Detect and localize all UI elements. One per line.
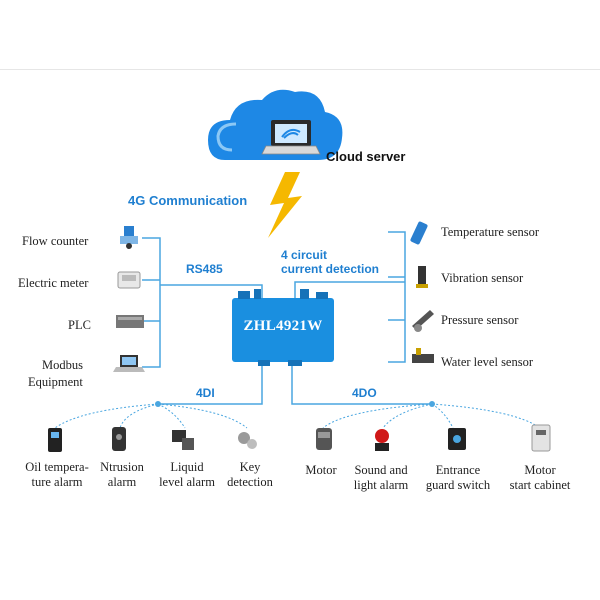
pressure-sensor-icon	[412, 310, 434, 332]
laptop-icon	[261, 120, 321, 155]
do-item-line1: Sound and	[354, 463, 408, 477]
do-item-line1: Motor	[305, 463, 337, 477]
do-item-line1: Motor	[524, 463, 556, 477]
intrusion-alarm-icon	[112, 427, 126, 451]
flow-counter-icon	[120, 226, 138, 249]
sound-light-alarm-icon	[375, 429, 389, 451]
di-item-label: Oil tempera- ture alarm	[22, 460, 92, 490]
di-item-label: Liquid level alarm	[154, 460, 220, 490]
vibration-sensor-icon	[416, 266, 428, 288]
do-item-line1: Entrance	[435, 463, 481, 477]
plc-label: PLC	[68, 318, 91, 332]
do-item-label: Sound and light alarm	[346, 463, 416, 493]
temperature-sensor-label: Temperature sensor	[441, 225, 540, 239]
water-level-sensor-label: Water level sensor	[441, 355, 534, 369]
device-label: ZHL4921W	[243, 318, 323, 334]
do-item-label: Motor	[294, 463, 348, 478]
right-bus-line	[294, 231, 406, 363]
device-icon	[232, 289, 334, 366]
current-detection-label-line2: current detection	[281, 262, 380, 276]
do-item-label: Entrance guard switch	[418, 463, 498, 493]
di-item-line1: Ntrusion	[100, 460, 144, 474]
do-item-label: Motor start cabinet	[502, 463, 578, 493]
entrance-guard-switch-icon	[448, 428, 466, 450]
modbus-equipment-icon	[113, 355, 145, 372]
do-item-line2: start cabinet	[509, 478, 571, 492]
vibration-sensor-label: Vibration sensor	[441, 271, 524, 285]
cloud-server-label: Cloud server	[326, 149, 406, 164]
di-item-label: Ntrusion alarm	[92, 460, 152, 490]
motor-start-cabinet-icon	[531, 424, 551, 452]
equipment-label: Equipment	[28, 375, 83, 389]
di-item-line2: detection	[227, 475, 273, 489]
plc-icon	[116, 315, 144, 328]
di-item-line1: Key	[239, 460, 261, 474]
pressure-sensor-label: Pressure sensor	[441, 313, 519, 327]
di-line	[158, 362, 263, 405]
oil-temperature-alarm-icon	[48, 428, 62, 452]
di-item-line2: alarm	[107, 475, 137, 489]
communication-label: 4G Communication	[128, 193, 248, 208]
liquid-level-alarm-icon	[172, 430, 194, 450]
current-detection-label-line1: 4 circuit	[281, 248, 328, 262]
left-bus-line	[142, 237, 263, 368]
di-fan	[54, 403, 248, 429]
do-fan	[322, 403, 541, 429]
di-item-line1: Oil tempera-	[25, 460, 89, 474]
lightning-icon	[268, 172, 302, 238]
electric-meter-icon	[117, 271, 141, 289]
rs485-label: RS485	[186, 262, 223, 276]
key-detection-icon	[238, 432, 257, 449]
divider	[0, 69, 600, 70]
do-item-line2: light alarm	[353, 478, 409, 492]
do-line	[291, 362, 432, 405]
flow-counter-label: Flow counter	[22, 234, 89, 248]
electric-meter-label: Electric meter	[18, 276, 89, 290]
do-label: 4DO	[352, 386, 377, 400]
temperature-sensor-icon	[410, 221, 428, 245]
di-item-line1: Liquid	[170, 460, 204, 474]
motor-icon	[316, 428, 332, 450]
di-label: 4DI	[196, 386, 215, 400]
di-item-line2: level alarm	[159, 475, 215, 489]
modbus-label: Modbus	[42, 358, 83, 372]
do-item-line2: guard switch	[425, 478, 491, 492]
di-item-label: Key detection	[220, 460, 280, 490]
water-level-sensor-icon	[412, 348, 434, 363]
di-item-line2: ture alarm	[31, 475, 83, 489]
